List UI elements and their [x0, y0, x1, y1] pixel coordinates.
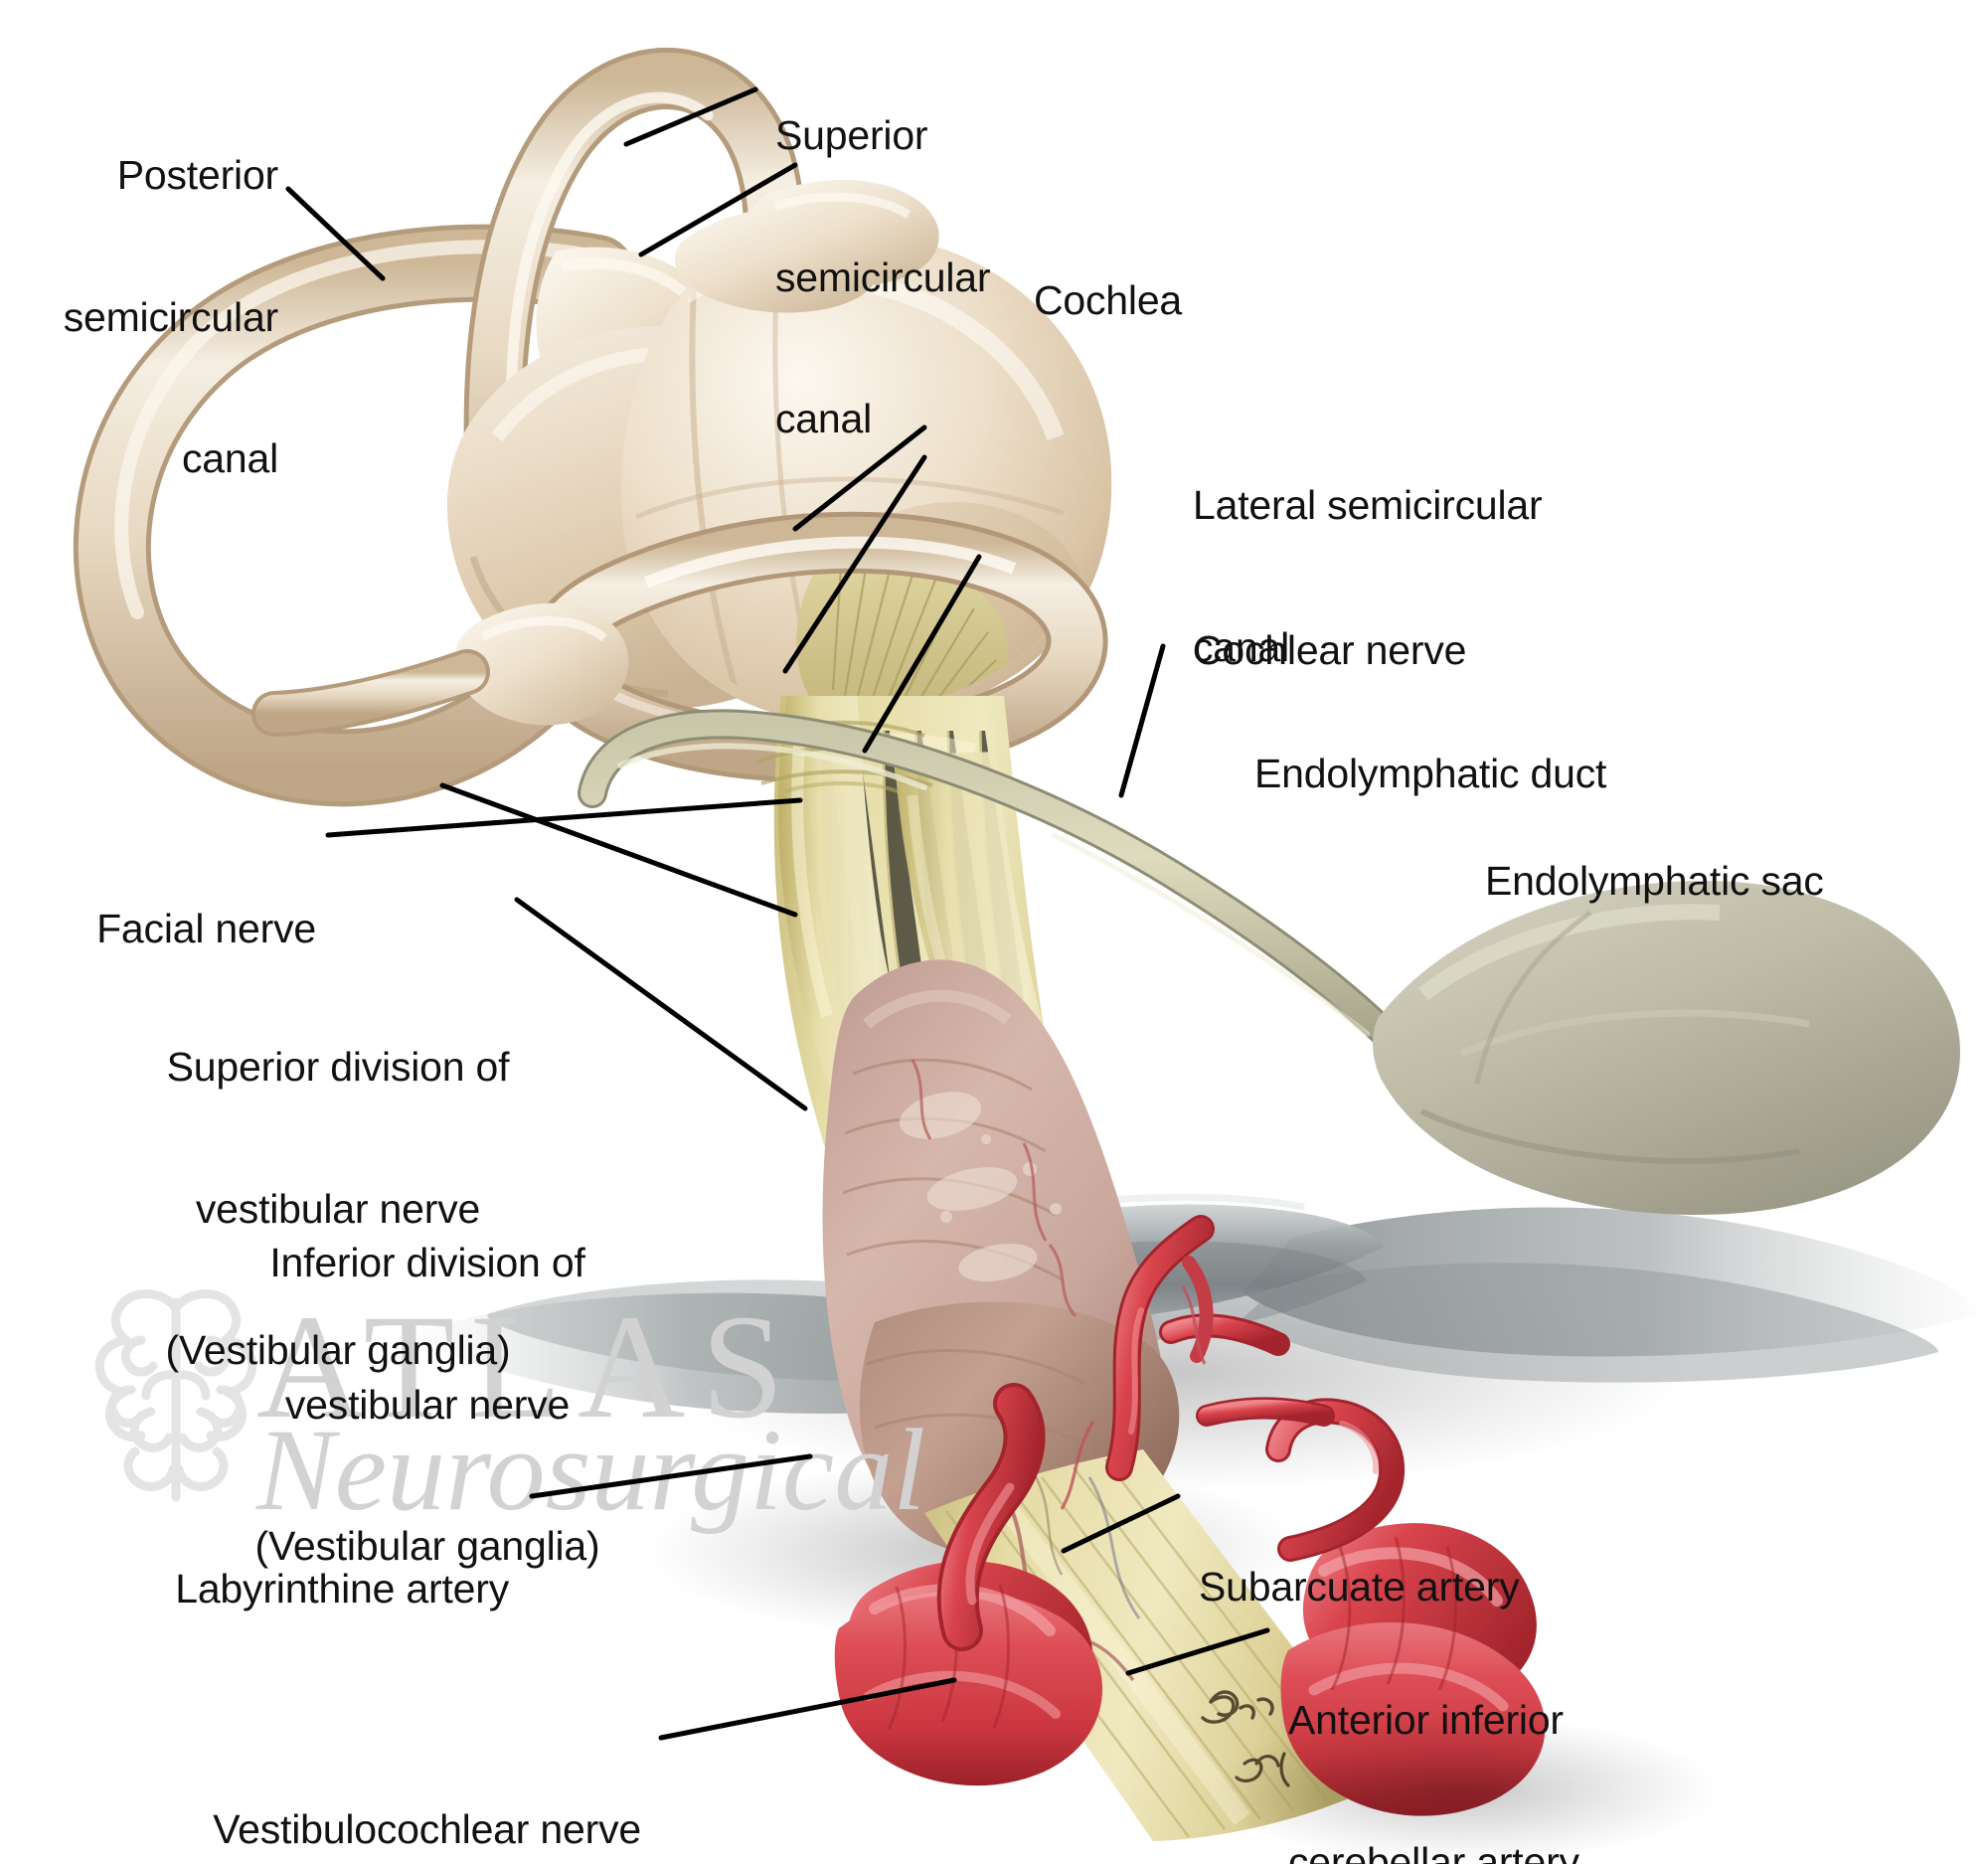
leader-facial-nerve [325, 797, 803, 838]
label-line: (Vestibular ganglia) [254, 1523, 600, 1570]
label-line: Cochlea [1034, 277, 1183, 324]
leader-endolymphatic-sac [1118, 643, 1166, 798]
label-line: canal [181, 435, 278, 482]
leader-cochlear-nerve [782, 454, 927, 674]
label-line: Endolymphatic sac [1485, 858, 1824, 905]
endolymphatic-sac-shape [1372, 881, 1960, 1216]
label-cochlea: Cochlea [1034, 183, 1431, 420]
label-line: Superior [775, 112, 928, 159]
label-line: Endolymphatic duct [1254, 751, 1607, 797]
leader-endolymphatic-duct [862, 554, 982, 754]
leader-labyrinthine-artery [529, 1453, 813, 1499]
label-line: Subarcuate artery [1199, 1564, 1520, 1610]
label-line: Inferior division of [269, 1240, 585, 1286]
leader-inferior-division-vestibular-nerve [514, 897, 808, 1111]
leader-lateral-semicircular-canal [792, 424, 927, 532]
leader-anterior-inferior-cerebellar-artery [1125, 1627, 1270, 1676]
label-lateral-semicircular-canal: Lateral semicircular canal [1193, 388, 1749, 765]
label-line: Lateral semicircular [1193, 482, 1543, 529]
label-endolymphatic-sac: Endolymphatic sac [1485, 763, 1988, 1000]
label-superior-semicircular-canal: Superior semicircular canal [775, 18, 1203, 538]
label-line: Facial nerve [96, 906, 316, 952]
label-vestibulocochlear-nerve: Vestibulocochlear nerve [0, 1712, 641, 1864]
label-facial-nerve: Facial nerve [0, 811, 316, 1048]
label-line: Posterior [116, 152, 278, 199]
label-line: (Vestibular ganglia) [165, 1327, 511, 1374]
endolymphatic-duct-shape [578, 709, 1407, 1055]
lateral-semicircular-canal-shape [251, 511, 1108, 783]
label-posterior-semicircular-canal: Posterior semicircular canal [0, 58, 278, 578]
label-line: canal [775, 396, 873, 442]
label-line: Cochlear nerve [1193, 627, 1467, 674]
leader-superior-semicircular-canal [623, 86, 758, 147]
label-line: semicircular [63, 293, 278, 340]
label-anterior-inferior-cerebellar-artery: Anterior inferior cerebellar artery [1288, 1603, 1944, 1864]
leader-subarcuate-artery [1061, 1493, 1181, 1554]
label-line: vestibular nerve [195, 1185, 481, 1232]
label-line: Superior division of [166, 1044, 510, 1091]
leader-vestibulocochlear-nerve [658, 1677, 957, 1741]
label-labyrinthine-artery: Labyrinthine artery [0, 1471, 509, 1708]
label-line: Vestibulocochlear nerve [213, 1806, 641, 1853]
label-subarcuate-artery: Subarcuate artery [1199, 1469, 1716, 1706]
label-line: canal [1193, 623, 1290, 670]
label-cochlear-nerve: Cochlear nerve [1193, 533, 1670, 769]
label-endolymphatic-duct: Endolymphatic duct [1254, 656, 1811, 893]
label-line: cerebellar artery [1288, 1838, 1579, 1864]
label-inferior-division-vestibular-nerve: Inferior division of vestibular nerve (V… [199, 1145, 656, 1665]
label-superior-division-vestibular-nerve: Superior division of vestibular nerve (V… [109, 949, 567, 1469]
leader-superior-division-vestibular-nerve [439, 782, 798, 918]
label-line: Labyrinthine artery [175, 1566, 509, 1612]
label-line: semicircular [775, 254, 991, 300]
label-line: vestibular nerve [284, 1381, 571, 1428]
leader-cochlea [638, 162, 798, 257]
label-line: Anterior inferior [1288, 1697, 1564, 1744]
leader-posterior-semicircular-canal [285, 186, 386, 281]
